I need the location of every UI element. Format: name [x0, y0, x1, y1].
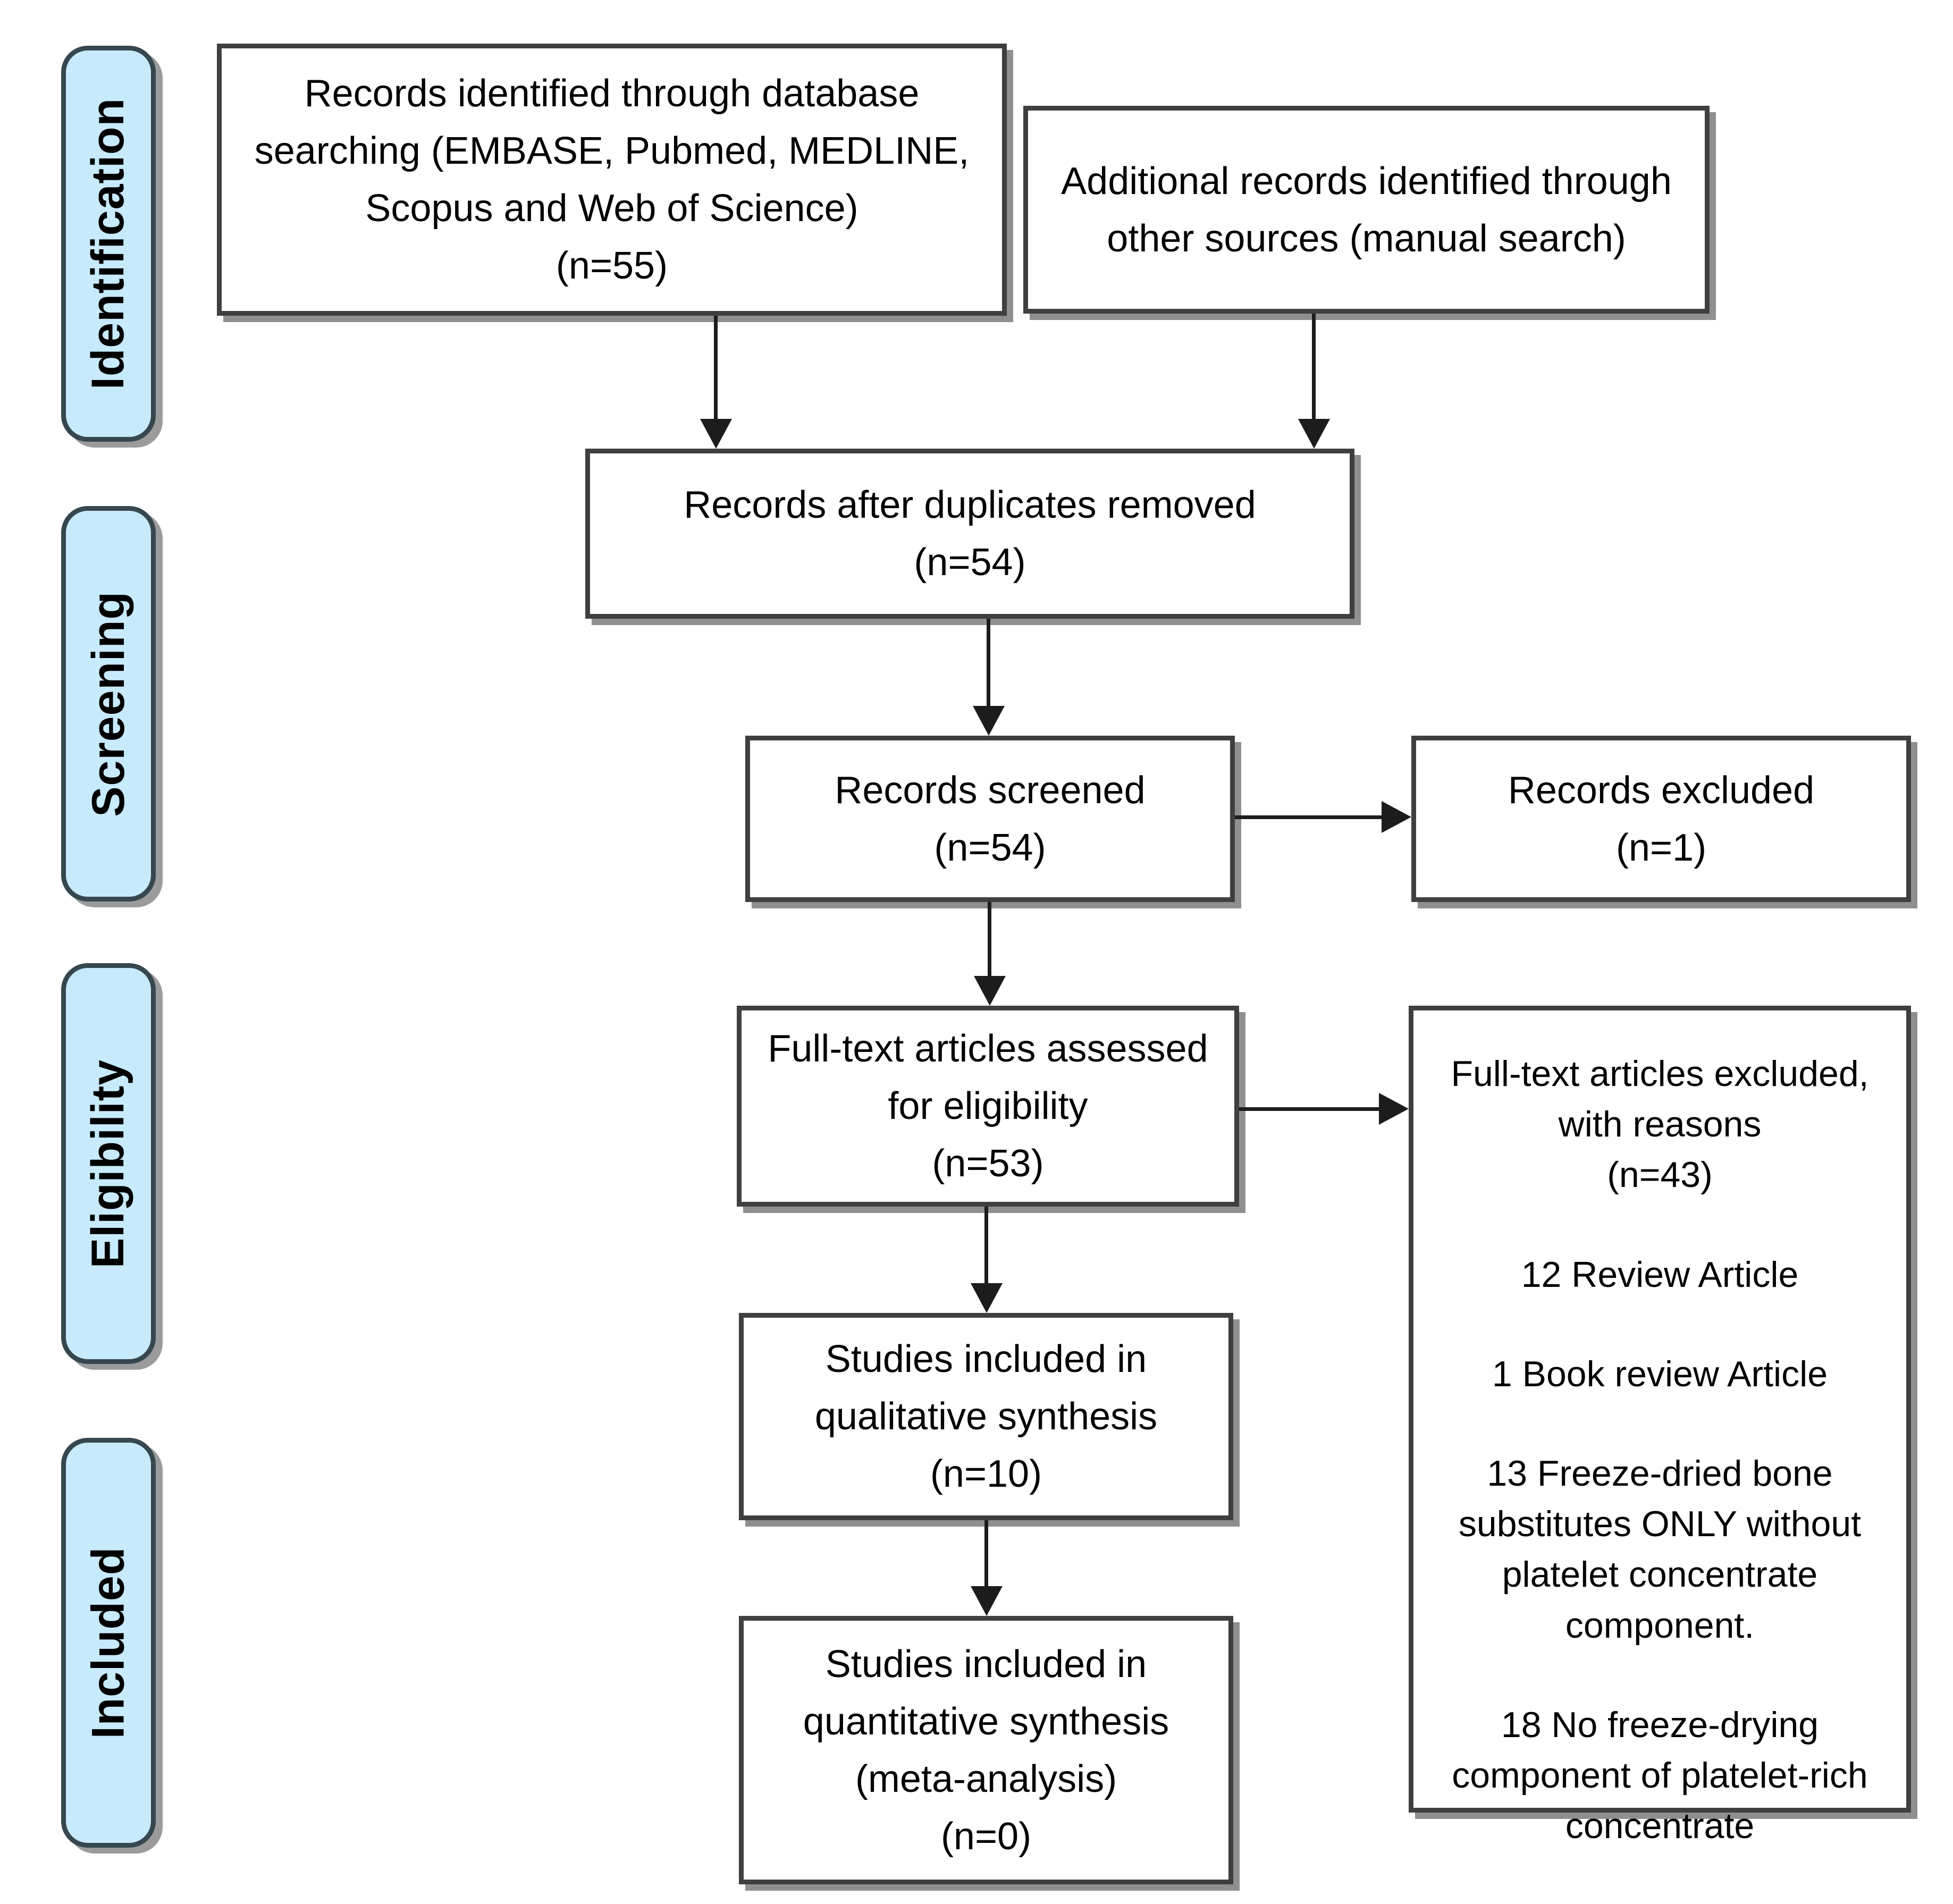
- connector-line: [988, 902, 991, 977]
- connector-line: [1312, 314, 1316, 421]
- connector-line: [1239, 1107, 1380, 1111]
- exclusion-reason-freeze-dried-bone: 13 Freeze-dried bone substitutes ONLY wi…: [1458, 1453, 1862, 1646]
- box-additional-records: Additional records identified through ot…: [1023, 106, 1710, 314]
- box-qualitative-synthesis: Studies included in qualitative synthesi…: [739, 1313, 1233, 1520]
- connector-line: [714, 316, 718, 421]
- down-arrow-icon: [971, 1586, 1003, 1616]
- down-arrow-icon: [974, 976, 1006, 1006]
- box-fulltext-assessed-text: Full-text articles assessed for eligibil…: [768, 1027, 1208, 1127]
- box-records-screened: Records screened (n=54): [745, 736, 1235, 902]
- box-qualitative-synthesis-text: Studies included in qualitative synthesi…: [814, 1338, 1158, 1438]
- connector-line: [1235, 815, 1383, 819]
- box-records-identified: Records identified through database sear…: [217, 44, 1007, 316]
- down-arrow-icon: [700, 419, 732, 449]
- box-fulltext-assessed: Full-text articles assessed for eligibil…: [737, 1006, 1239, 1207]
- box-quantitative-synthesis-text: Studies included in quantitative synthes…: [803, 1642, 1169, 1800]
- phase-label-identification: Identification: [61, 46, 156, 442]
- box-fulltext-excluded-count: (n=43): [1607, 1155, 1713, 1195]
- box-fulltext-assessed-count: (n=53): [932, 1142, 1044, 1185]
- box-fulltext-excluded-title: Full-text articles excluded, with reason…: [1451, 1054, 1869, 1145]
- right-arrow-icon: [1382, 801, 1411, 833]
- right-arrow-icon: [1379, 1093, 1409, 1125]
- box-records-screened-text: Records screened: [835, 769, 1146, 812]
- phase-label-eligibility: Eligibility: [61, 963, 156, 1364]
- phase-label-identification-text: Identification: [82, 97, 134, 390]
- box-duplicates-removed-count: (n=54): [914, 541, 1026, 584]
- box-records-screened-count: (n=54): [934, 826, 1046, 869]
- box-records-excluded-count: (n=1): [1615, 826, 1707, 869]
- box-records-identified-text: Records identified through database sear…: [254, 72, 970, 230]
- phase-label-included: Included: [61, 1438, 156, 1848]
- exclusion-reason-no-freeze-drying: 18 No freeze-drying component of platele…: [1452, 1704, 1868, 1847]
- box-records-excluded: Records excluded (n=1): [1411, 736, 1911, 902]
- box-qualitative-synthesis-count: (n=10): [930, 1453, 1042, 1495]
- phase-label-included-text: Included: [82, 1546, 134, 1739]
- connector-line: [984, 1207, 988, 1284]
- box-records-excluded-text: Records excluded: [1508, 769, 1815, 812]
- exclusion-reason-review-article: 12 Review Article: [1521, 1254, 1799, 1295]
- connector-line: [987, 619, 990, 707]
- box-fulltext-excluded: Full-text articles excluded, with reason…: [1409, 1006, 1911, 1846]
- phase-label-eligibility-text: Eligibility: [82, 1059, 134, 1268]
- phase-label-screening: Screening: [61, 506, 156, 902]
- box-quantitative-synthesis: Studies included in quantitative synthes…: [739, 1616, 1233, 1884]
- down-arrow-icon: [973, 706, 1005, 736]
- box-additional-records-text: Additional records identified through ot…: [1061, 159, 1672, 260]
- exclusion-reason-book-review: 1 Book review Article: [1492, 1353, 1828, 1394]
- down-arrow-icon: [971, 1283, 1003, 1313]
- box-quantitative-synthesis-count: (n=0): [940, 1815, 1032, 1858]
- box-duplicates-removed-text: Records after duplicates removed: [684, 484, 1256, 526]
- connector-line: [984, 1520, 988, 1587]
- down-arrow-icon: [1298, 419, 1330, 449]
- box-records-identified-count: (n=55): [555, 245, 668, 287]
- phase-label-screening-text: Screening: [82, 591, 134, 817]
- box-duplicates-removed: Records after duplicates removed (n=54): [585, 449, 1354, 619]
